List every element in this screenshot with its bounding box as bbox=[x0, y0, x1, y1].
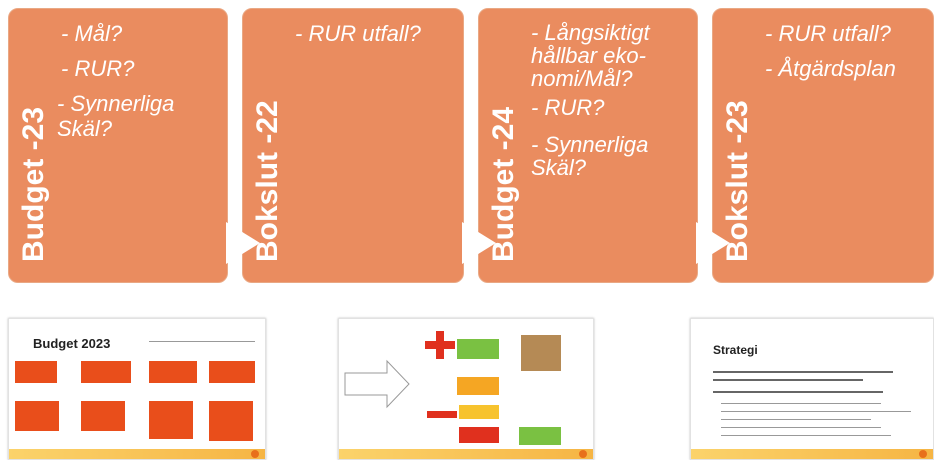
text-line bbox=[713, 371, 893, 373]
red-box bbox=[459, 427, 499, 443]
flow-box bbox=[81, 401, 125, 431]
text-line bbox=[713, 379, 863, 381]
step-item: - Långsiktigt hållbar eko-nomi/Mål? bbox=[531, 20, 650, 91]
green-box bbox=[457, 339, 499, 359]
green-box bbox=[519, 427, 561, 445]
step-item: - RUR? bbox=[531, 95, 605, 120]
arrow-right-icon bbox=[226, 222, 260, 264]
flow-box bbox=[81, 361, 131, 383]
step-item: - Synnerliga Skäl? bbox=[57, 91, 175, 141]
brace-line bbox=[149, 341, 255, 342]
slide-thumbnail[interactable]: Strategi bbox=[690, 318, 934, 460]
balance-arrow-icon bbox=[344, 359, 410, 409]
slide-thumbnail[interactable] bbox=[338, 318, 594, 460]
flow-box bbox=[149, 361, 197, 383]
text-line bbox=[721, 427, 881, 428]
flow-box bbox=[209, 401, 253, 441]
step-item: - Mål? bbox=[61, 21, 123, 46]
step-items: - RUR utfall? - Åtgärdsplan bbox=[765, 21, 925, 91]
logo-icon bbox=[251, 450, 259, 458]
step-item: - RUR utfall? bbox=[295, 21, 421, 46]
plus-icon-vertical bbox=[436, 331, 444, 359]
slide-footer bbox=[339, 449, 593, 459]
text-line bbox=[721, 411, 911, 412]
step-item: - Synnerliga Skäl? bbox=[531, 132, 649, 180]
step-items: - Mål? - RUR? - Synnerliga Skäl? bbox=[57, 21, 219, 151]
text-line bbox=[721, 435, 891, 436]
arrow-right-icon bbox=[696, 222, 730, 264]
orange-box bbox=[457, 377, 499, 395]
logo-icon bbox=[919, 450, 927, 458]
step-box-budget-23: Budget -23 - Mål? - RUR? - Synnerliga Sk… bbox=[8, 8, 228, 283]
chest-icon bbox=[521, 335, 561, 371]
yellow-box bbox=[459, 405, 499, 419]
flow-box bbox=[209, 361, 255, 383]
step-title-wrap: Budget -23 bbox=[11, 52, 61, 262]
step-title: Budget -23 bbox=[17, 106, 50, 262]
slide-footer bbox=[9, 449, 265, 459]
step-box-budget-24: Budget -24 - Långsiktigt hållbar eko-nom… bbox=[478, 8, 698, 283]
text-line bbox=[721, 403, 881, 404]
text-line bbox=[721, 419, 871, 420]
step-items: - Långsiktigt hållbar eko-nomi/Mål? - RU… bbox=[531, 21, 689, 189]
slide-title: Strategi bbox=[713, 343, 758, 357]
step-items: - RUR utfall? bbox=[295, 21, 455, 56]
step-item: - RUR? bbox=[61, 56, 135, 81]
minus-icon bbox=[427, 411, 457, 418]
step-box-bokslut-23: Bokslut -23 - RUR utfall? - Åtgärdsplan bbox=[712, 8, 934, 283]
slide-title: Budget 2023 bbox=[33, 336, 111, 351]
flow-box bbox=[15, 361, 57, 383]
flow-box bbox=[15, 401, 59, 431]
step-item: - RUR utfall? bbox=[765, 21, 891, 46]
step-box-bokslut-22: Bokslut -22 - RUR utfall? bbox=[242, 8, 464, 283]
logo-icon bbox=[579, 450, 587, 458]
step-item: - Åtgärdsplan bbox=[765, 56, 896, 81]
arrow-right-icon bbox=[462, 222, 496, 264]
slide-footer bbox=[691, 449, 933, 459]
flow-box bbox=[149, 401, 193, 439]
text-line bbox=[713, 391, 883, 393]
slide-thumbnail[interactable]: Budget 2023 bbox=[8, 318, 266, 460]
